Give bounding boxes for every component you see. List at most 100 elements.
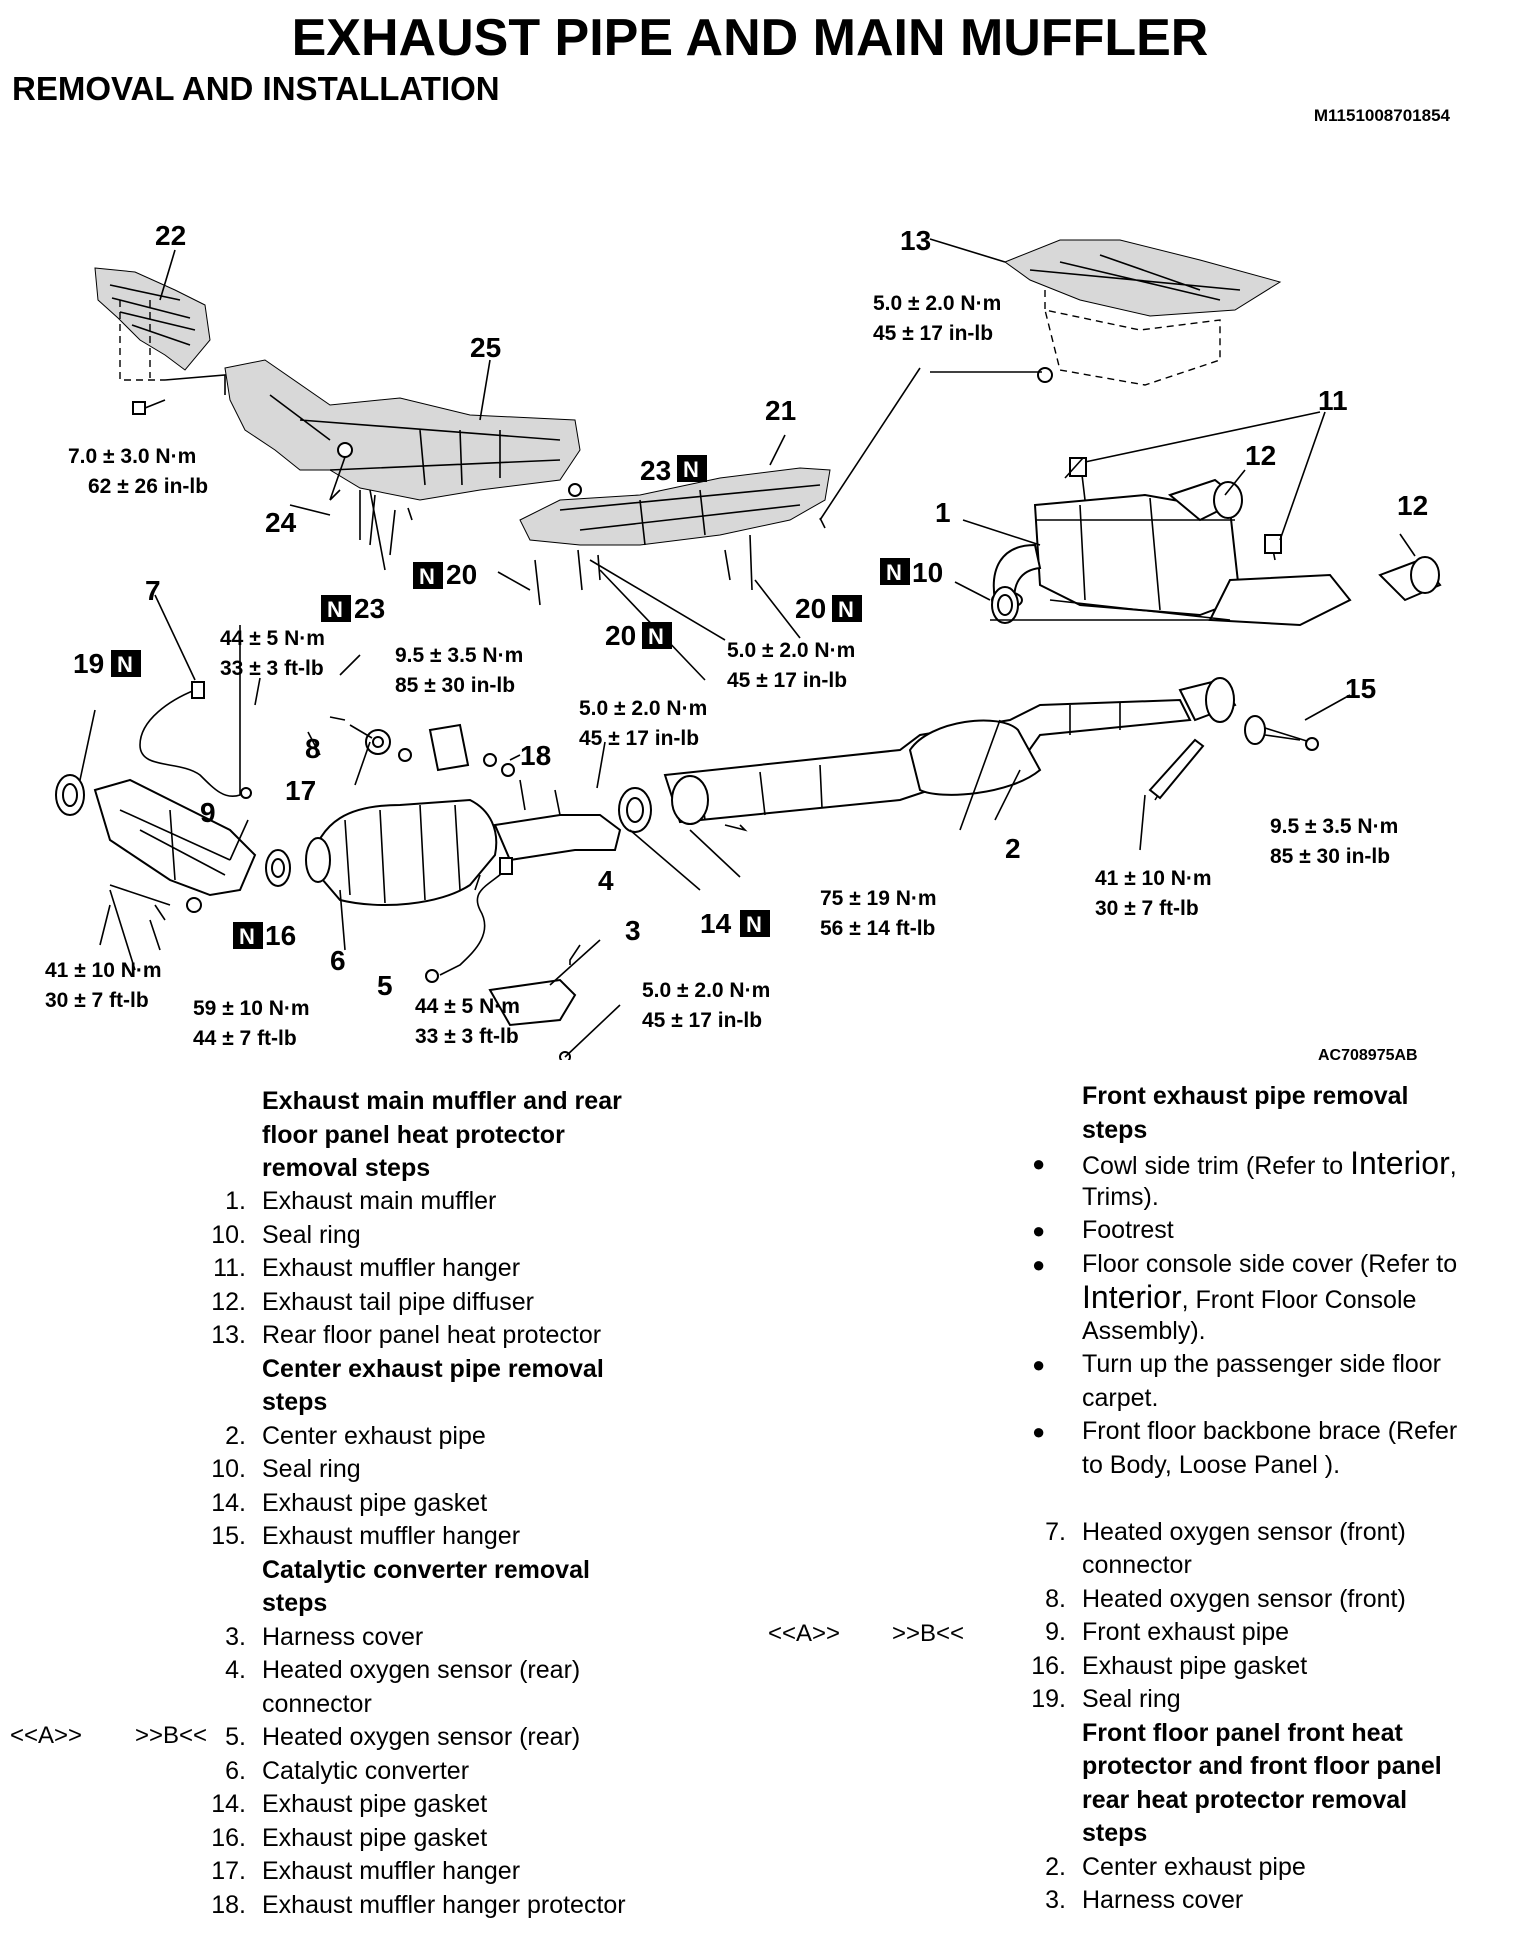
svg-text:7.0 ± 3.0 N·m: 7.0 ± 3.0 N·m (68, 445, 196, 468)
torque-spec: 5.0 ± 2.0 N·m 45 ± 17 in-lb (642, 979, 770, 1032)
part-number-14: 14 (700, 908, 732, 939)
list-item-continuation: connector (1082, 1551, 1192, 1579)
part-1-main-muffler (991, 457, 1352, 627)
new-part-badge-20c: N (832, 595, 862, 622)
part-number-20c: 20 (795, 593, 826, 624)
part-9-front-exhaust-pipe (55, 774, 257, 897)
part-number-15: 15 (1345, 673, 1376, 704)
svg-text:41 ± 10 N·m: 41 ± 10 N·m (1095, 867, 1212, 890)
part-15-muffler-hanger (1148, 715, 1319, 801)
list-item: 1.Exhaust main muffler (225, 1187, 497, 1215)
list-item-continuation: Interior, Front Floor Console (1082, 1279, 1417, 1315)
torque-spec: 41 ± 10 N·m 30 ± 7 ft-lb (1095, 867, 1212, 920)
new-part-badge-14: N (740, 910, 770, 937)
list-item: 16.Exhaust pipe gasket (1031, 1651, 1308, 1680)
new-part-badge-23b: N (321, 595, 351, 622)
svg-text:N: N (327, 597, 343, 622)
list-item: ●Front floor backbone brace (Refer (1032, 1417, 1458, 1445)
part-number-5: 5 (377, 970, 393, 1001)
part-7-8-oxygen-sensor-front (139, 681, 252, 799)
removal-marker-a: <<A>> (10, 1722, 83, 1749)
torque-spec: 5.0 ± 2.0 N·m 45 ± 17 in-lb (873, 292, 1001, 345)
part-number-13: 13 (900, 225, 931, 256)
step-heading: steps (1082, 1115, 1148, 1144)
svg-text:33 ± 3 ft-lb: 33 ± 3 ft-lb (220, 657, 324, 680)
svg-text:N: N (838, 597, 854, 622)
torque-spec: 75 ± 19 N·m 56 ± 14 ft-lb (820, 887, 937, 940)
part-number-22: 22 (155, 220, 186, 251)
part-21-heat-protector (519, 467, 831, 546)
part-number-12b: 12 (1397, 490, 1428, 521)
svg-text:N: N (648, 624, 664, 649)
list-item: 11.Exhaust muffler hanger (213, 1254, 521, 1282)
list-item: 3.Harness cover (225, 1622, 424, 1651)
list-item: 5.Heated oxygen sensor (rear) (225, 1723, 581, 1751)
part-number-3: 3 (625, 915, 641, 946)
part-4-5-oxygen-sensor-rear (425, 857, 513, 983)
part-number-24: 24 (265, 507, 297, 538)
svg-text:44 ± 7 ft-lb: 44 ± 7 ft-lb (193, 1027, 297, 1050)
torque-spec: 5.0 ± 2.0 N·m 45 ± 17 in-lb (579, 697, 707, 750)
list-item: 18.Exhaust muffler hanger protector (211, 1890, 626, 1919)
svg-text:30 ± 7 ft-lb: 30 ± 7 ft-lb (1095, 897, 1199, 920)
part-10-seal-ring (991, 586, 1019, 624)
part-number-6: 6 (330, 945, 346, 976)
removal-marker-a: <<A>> (768, 1620, 841, 1647)
torque-spec: 7.0 ± 3.0 N·m 62 ± 26 in-lb (68, 445, 208, 498)
installation-marker-b: >>B<< (892, 1620, 965, 1647)
list-item-continuation: connector (262, 1689, 372, 1718)
part-number-17: 17 (285, 775, 316, 806)
svg-text:75 ± 19 N·m: 75 ± 19 N·m (820, 887, 937, 910)
svg-text:41 ± 10 N·m: 41 ± 10 N·m (45, 959, 162, 982)
part-17-18-hanger-protector (329, 716, 515, 777)
new-part-badge-20b: N (642, 622, 672, 649)
part-number-16: 16 (265, 920, 296, 951)
list-item: 2.Center exhaust pipe (1045, 1852, 1306, 1881)
step-heading: Center exhaust pipe removal (262, 1354, 604, 1383)
part-number-8: 8 (305, 733, 321, 764)
list-item: 19.Seal ring (1031, 1685, 1181, 1713)
part-14-gasket (618, 787, 652, 833)
new-part-badge-10: N (880, 558, 910, 585)
part-number-11: 11 (1318, 385, 1348, 416)
part-25-heat-protector (224, 359, 581, 501)
part-12-tail-diffusers (1167, 478, 1442, 602)
part-22-heat-protector (94, 267, 226, 395)
list-item: 13.Rear floor panel heat protector (211, 1321, 602, 1349)
svg-text:44 ± 5 N·m: 44 ± 5 N·m (415, 995, 520, 1018)
list-item-continuation: to Body, Loose Panel ). (1082, 1450, 1341, 1479)
list-item: 3.Harness cover (1045, 1886, 1244, 1914)
list-item: 17.Exhaust muffler hanger (211, 1857, 521, 1885)
list-item: 15.Exhaust muffler hanger (211, 1522, 521, 1550)
part-number-9: 9 (200, 797, 216, 828)
step-heading: Catalytic converter removal (262, 1555, 590, 1584)
figure-code: AC708975AB (1318, 1047, 1418, 1064)
torque-spec: 41 ± 10 N·m 30 ± 7 ft-lb (45, 959, 162, 1012)
list-item: ●Cowl side trim (Refer to Interior, (1032, 1145, 1457, 1181)
svg-text:9.5 ± 3.5 N·m: 9.5 ± 3.5 N·m (395, 644, 523, 667)
list-item: 2.Center exhaust pipe (225, 1421, 486, 1450)
new-part-badge-19: N (111, 650, 141, 677)
part-number-19: 19 (73, 648, 104, 679)
list-item: 10.Seal ring (211, 1455, 361, 1483)
svg-text:N: N (746, 912, 762, 937)
svg-text:45 ± 17 in-lb: 45 ± 17 in-lb (873, 322, 993, 345)
list-item: 7.Heated oxygen sensor (front) (1045, 1517, 1406, 1546)
right-step-column: Front exhaust pipe removal steps ●Cowl s… (1018, 1080, 1518, 1918)
part-number-4: 4 (598, 865, 614, 896)
svg-text:5.0 ± 2.0 N·m: 5.0 ± 2.0 N·m (727, 639, 855, 662)
step-heading: removal steps (262, 1154, 431, 1182)
new-part-badge-16: N (233, 922, 263, 949)
reference-link-interior[interactable]: Interior (1350, 1145, 1450, 1181)
list-item: 8.Heated oxygen sensor (front) (1045, 1584, 1406, 1613)
part-16-gasket (265, 849, 291, 887)
svg-text:N: N (239, 924, 255, 949)
svg-text:N: N (886, 560, 902, 585)
reference-link-interior[interactable]: Interior (1082, 1279, 1182, 1315)
list-item: ●Turn up the passenger side floor (1032, 1350, 1442, 1378)
part-number-10: 10 (912, 557, 943, 588)
new-part-badge-20a: N (413, 562, 443, 589)
section-subtitle: REMOVAL AND INSTALLATION (12, 70, 500, 107)
part-3-harness-cover (488, 978, 577, 1060)
step-heading: rear heat protector removal (1082, 1785, 1408, 1814)
